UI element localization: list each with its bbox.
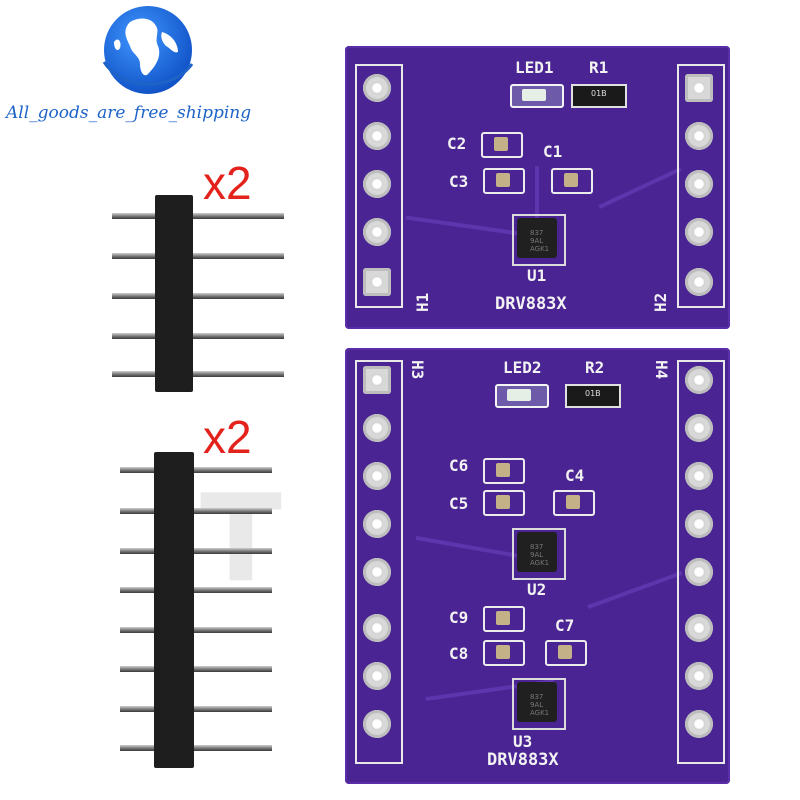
capacitor-c8 xyxy=(483,640,525,666)
capacitor-c6 xyxy=(483,458,525,484)
label-h1: H1 xyxy=(413,292,432,312)
label-h4: H4 xyxy=(652,360,671,380)
led-2 xyxy=(495,384,549,408)
label-c7: C7 xyxy=(555,616,575,635)
label-led1: LED1 xyxy=(515,58,554,77)
label-part-bottom: DRV883X xyxy=(487,750,559,770)
label-c9: C9 xyxy=(449,608,469,627)
label-c4: C4 xyxy=(565,466,585,485)
label-led2: LED2 xyxy=(503,358,542,377)
label-c5: C5 xyxy=(449,494,469,513)
brand-text: All_goods_are_free_shipping xyxy=(6,103,252,123)
capacitor-c9 xyxy=(483,606,525,632)
label-c1: C1 xyxy=(543,142,563,161)
label-h3: H3 xyxy=(408,360,427,380)
label-h2: H2 xyxy=(651,292,670,312)
label-c3: C3 xyxy=(449,172,469,191)
label-c6: C6 xyxy=(449,456,469,475)
label-r2: R2 xyxy=(585,358,605,377)
capacitor-c3 xyxy=(483,168,525,194)
watermark: T xyxy=(200,470,286,609)
capacitor-c1 xyxy=(551,168,593,194)
capacitor-c4 xyxy=(553,490,595,516)
capacitor-c5 xyxy=(483,490,525,516)
label-part-top: DRV883X xyxy=(495,294,567,314)
label-c8: C8 xyxy=(449,644,469,663)
resistor-2: 01B xyxy=(565,384,621,408)
label-u2: U2 xyxy=(527,580,547,599)
capacitor-c7 xyxy=(545,640,587,666)
label-u1: U1 xyxy=(527,266,547,285)
label-c2: C2 xyxy=(447,134,467,153)
capacitor-c2 xyxy=(481,132,523,158)
quantity-label-top: x2 xyxy=(203,157,252,209)
resistor-1: 01B xyxy=(571,84,627,108)
quantity-label-bottom: x2 xyxy=(203,411,252,463)
led-1 xyxy=(510,84,564,108)
globe-logo-icon xyxy=(102,6,194,94)
label-r1: R1 xyxy=(589,58,609,77)
label-u3: U3 xyxy=(513,732,533,751)
